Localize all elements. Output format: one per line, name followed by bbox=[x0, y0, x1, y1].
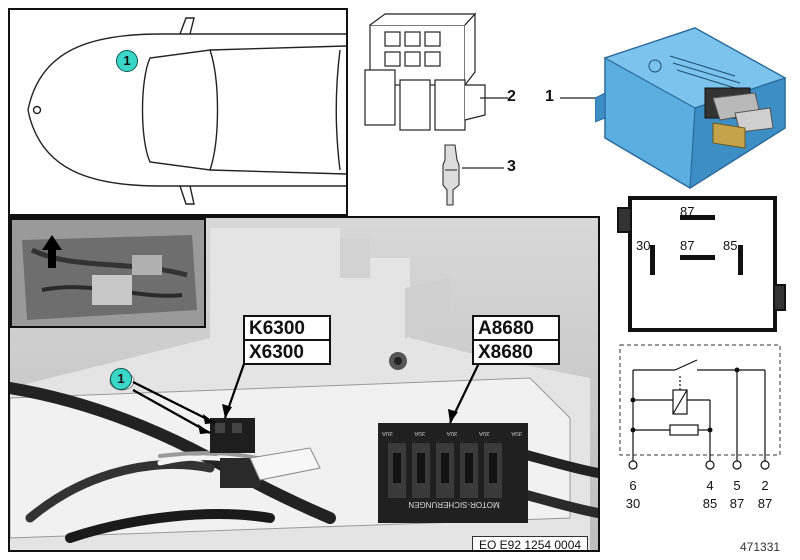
connector-housing-drawing bbox=[364, 12, 486, 131]
document-number: 471331 bbox=[740, 540, 781, 554]
fuse-label-a8680: A8680 bbox=[472, 315, 560, 341]
relay-contact-symbol: 87 30 87 85 bbox=[610, 190, 790, 340]
symbol-top-87: 87 bbox=[680, 204, 695, 219]
terminal-drawing bbox=[442, 144, 460, 206]
fuse-rating: 30A bbox=[382, 430, 393, 436]
inset-overview-photo bbox=[10, 218, 206, 328]
fuse-rating: 30A bbox=[478, 430, 490, 436]
pin-6-terminal: 30 bbox=[625, 496, 641, 511]
pin-4-number: 4 bbox=[706, 478, 714, 493]
installation-photo-panel: MOTOR-SICHERUNGEN 30A 30A 30A 30A 30A 1 … bbox=[8, 216, 600, 552]
callout-3: 3 bbox=[507, 158, 516, 175]
pin-5-number: 5 bbox=[733, 478, 741, 493]
leader-line-3 bbox=[462, 167, 504, 169]
eo-code-label: EO E92 1254 0004 bbox=[472, 536, 589, 550]
pin-4-terminal: 85 bbox=[702, 496, 718, 511]
connector-label-x8680: X8680 bbox=[472, 339, 560, 365]
leader-line-1 bbox=[560, 97, 596, 99]
relay-photo bbox=[595, 27, 787, 190]
leader-line-2 bbox=[480, 97, 508, 99]
pin-5-terminal: 87 bbox=[729, 496, 745, 511]
symbol-left-30: 30 bbox=[636, 238, 651, 253]
symbol-middle-87: 87 bbox=[680, 238, 695, 253]
installation-photo bbox=[10, 218, 598, 550]
connector-label-x6300: X6300 bbox=[243, 339, 331, 365]
relay-label-k6300: K6300 bbox=[243, 315, 331, 341]
fuse-rating: 30A bbox=[414, 430, 426, 436]
callout-2: 2 bbox=[507, 88, 516, 105]
pin-2-number: 2 bbox=[761, 478, 769, 493]
callout-1: 1 bbox=[545, 88, 554, 105]
relay-schematic bbox=[619, 344, 781, 470]
photo-location-badge: 1 bbox=[110, 368, 132, 390]
fuse-ratings: 30A 30A 30A 30A 30A bbox=[382, 430, 522, 436]
symbol-right-85: 85 bbox=[723, 238, 738, 253]
fuse-box-label: MOTOR-SICHERUNGEN bbox=[408, 500, 500, 509]
pin-2-terminal: 87 bbox=[757, 496, 773, 511]
fuse-rating: 30A bbox=[511, 430, 522, 436]
vehicle-location-panel: 1 bbox=[8, 8, 348, 216]
car-outline bbox=[27, 17, 346, 205]
fuse-rating: 30A bbox=[446, 430, 458, 436]
pin-6-number: 6 bbox=[629, 478, 637, 493]
location-badge: 1 bbox=[116, 50, 138, 72]
